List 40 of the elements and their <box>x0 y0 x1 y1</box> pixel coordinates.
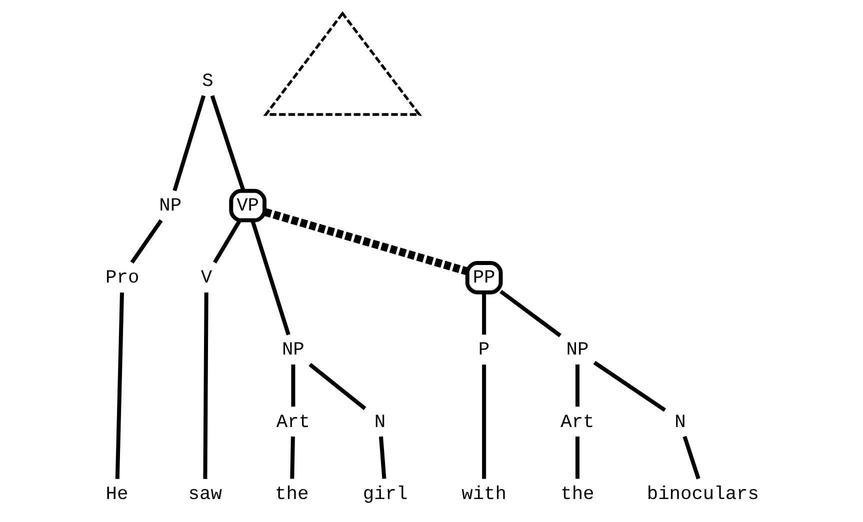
node-text: N <box>374 410 386 433</box>
node-text: NP <box>566 338 588 361</box>
connector <box>114 292 124 479</box>
node-text: N <box>674 410 686 433</box>
connector <box>210 95 245 192</box>
connector <box>592 360 666 412</box>
node-text: the <box>274 482 308 505</box>
node-triangle <box>262 11 422 116</box>
node-text: binoculars <box>646 482 758 505</box>
node-text: NP <box>281 338 304 361</box>
node-text: girl <box>362 482 408 505</box>
connector <box>682 436 700 480</box>
connector <box>202 292 208 479</box>
node-text: S <box>202 70 213 92</box>
connector <box>482 364 486 479</box>
connector <box>250 220 290 336</box>
node-text: He <box>105 482 128 505</box>
connector <box>574 436 579 479</box>
connector <box>499 290 561 338</box>
connector <box>290 364 295 407</box>
connector <box>212 219 242 264</box>
node-text: Pro <box>105 266 139 289</box>
node-text: P <box>478 338 490 361</box>
node-text: saw <box>188 482 222 505</box>
connector <box>172 95 206 192</box>
connector <box>378 436 386 479</box>
node-text: NP <box>158 194 182 217</box>
connector <box>574 364 579 407</box>
node-box: PP <box>464 261 502 294</box>
connector <box>130 219 162 264</box>
node-text: Art <box>276 410 310 433</box>
node-text: Art <box>560 410 594 433</box>
node-text: with <box>461 482 506 505</box>
node-text: the <box>560 482 594 505</box>
connector <box>308 362 366 410</box>
connector <box>263 208 468 276</box>
connector <box>482 292 486 335</box>
connector <box>290 436 294 479</box>
node-box: VP <box>228 188 266 222</box>
node-text: V <box>200 266 212 289</box>
